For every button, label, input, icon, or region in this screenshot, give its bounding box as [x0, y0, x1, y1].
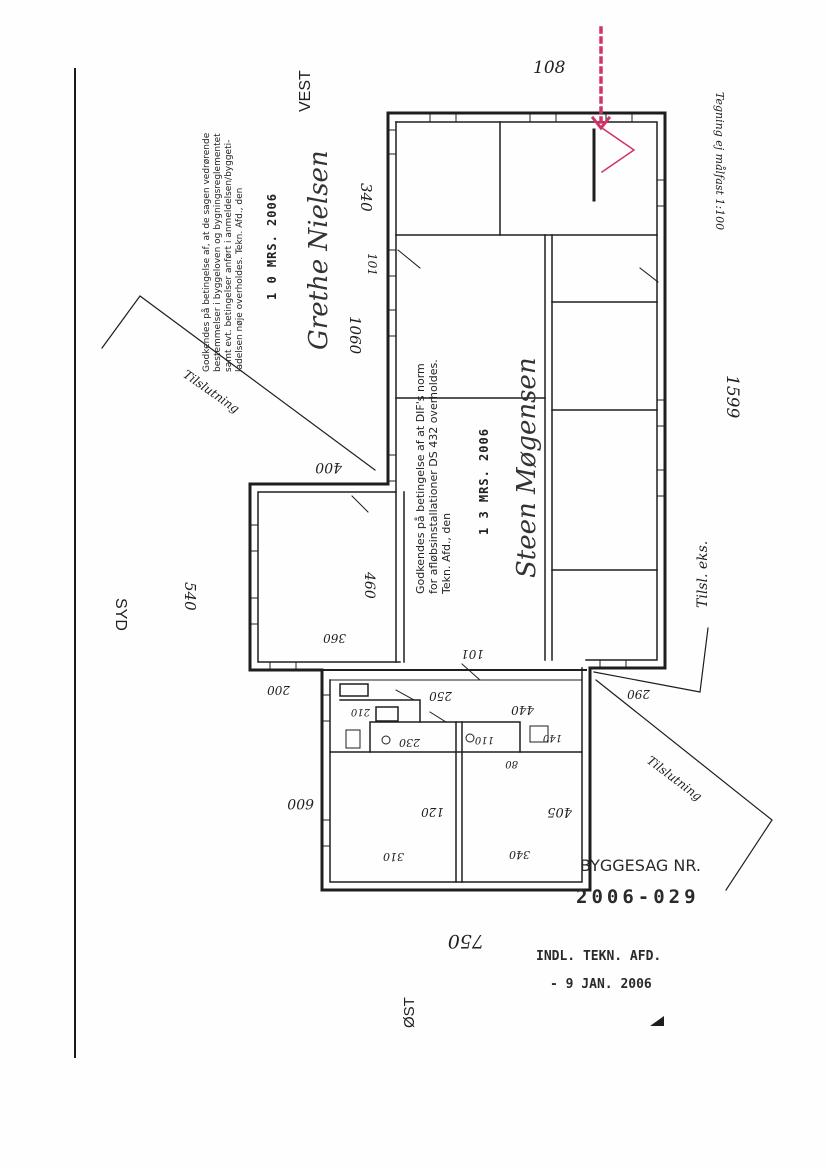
note-existing-connection: Tilsl. eks.: [695, 540, 711, 608]
dim-250: 250: [429, 689, 452, 703]
compass-south: SYD: [112, 598, 129, 631]
bathroom-fixture: [345, 725, 549, 749]
dim-290: 290: [627, 687, 650, 701]
dim-right: 1599: [722, 375, 742, 419]
building-stamp-line4: ladelsen nøje overholdes. Tekn. Afd., de…: [235, 187, 245, 372]
dim-340b: 340: [509, 848, 530, 861]
sewer-approval-stamp: Godkendes på betingelse af at DIF's norm…: [414, 359, 453, 594]
note-not-to-scale: Tegning ej målfast 1:100: [713, 92, 726, 231]
drain-connection-marker: [590, 26, 636, 202]
sewer-stamp-line2: for afløbsinstallationer DS 432 overhold…: [427, 359, 440, 594]
dim-210: 210: [350, 706, 370, 717]
building-stamp-line2: bestemmelser i byggeloven og bygningsreg…: [213, 133, 223, 372]
dim-1060: 1060: [346, 316, 364, 355]
compass-east: ØST: [401, 997, 418, 1028]
dim-310: 310: [383, 850, 404, 863]
interior-wall: [329, 121, 658, 883]
dim-110: 110: [474, 734, 494, 745]
sewer-stamp-signature: Steen Møgensen: [512, 357, 542, 578]
dim-140: 140: [542, 732, 562, 743]
dim-80: 80: [505, 758, 518, 769]
dim-340: 340: [357, 183, 375, 212]
dim-360: 360: [323, 631, 346, 645]
dim-440: 440: [511, 703, 534, 717]
received-date: - 9 JAN. 2006: [550, 977, 652, 992]
left-margin-line: [74, 68, 76, 1058]
case-label: BYGGESAG NR.: [580, 856, 701, 875]
dim-bottom: 750: [447, 930, 484, 952]
corner-mark: [650, 1016, 664, 1026]
dim-400: 400: [315, 459, 342, 475]
dim-101b: 101: [461, 647, 484, 661]
building-approval-stamp: Godkendes på betingelse af, at de sagen …: [202, 133, 246, 372]
dim-460: 460: [361, 572, 377, 599]
building-stamp-signature: Grethe Nielsen: [304, 150, 334, 350]
received-dept: INDL. TEKN. AFD.: [536, 949, 662, 964]
dim-top: 108: [533, 58, 566, 78]
dim-200: 200: [267, 683, 290, 697]
dim-540: 540: [181, 582, 199, 611]
dim-101a: 101: [365, 253, 379, 276]
compass-west: VEST: [297, 70, 314, 112]
dim-120: 120: [421, 805, 444, 819]
dim-405: 405: [547, 804, 572, 819]
building-stamp-line1: Godkendes på betingelse af, at de sagen …: [202, 132, 212, 372]
dim-230: 230: [399, 736, 420, 749]
case-number: 2006-029: [576, 886, 700, 908]
building-stamp-date: 1 0 MRS. 2006: [265, 193, 279, 300]
window: [249, 113, 666, 847]
sewer-stamp-line1: Godkendes på betingelse af at DIF's norm: [414, 363, 427, 594]
sewer-stamp-date: 1 3 MRS. 2006: [477, 428, 491, 535]
building-stamp-line3: samt evt. betingelser anført i anmeldels…: [224, 139, 234, 372]
dim-600: 600: [287, 795, 314, 811]
sewer-stamp-line3: Tekn. Afd., den: [440, 512, 453, 594]
door-swing: [351, 249, 659, 723]
sewer-line: [101, 295, 773, 891]
